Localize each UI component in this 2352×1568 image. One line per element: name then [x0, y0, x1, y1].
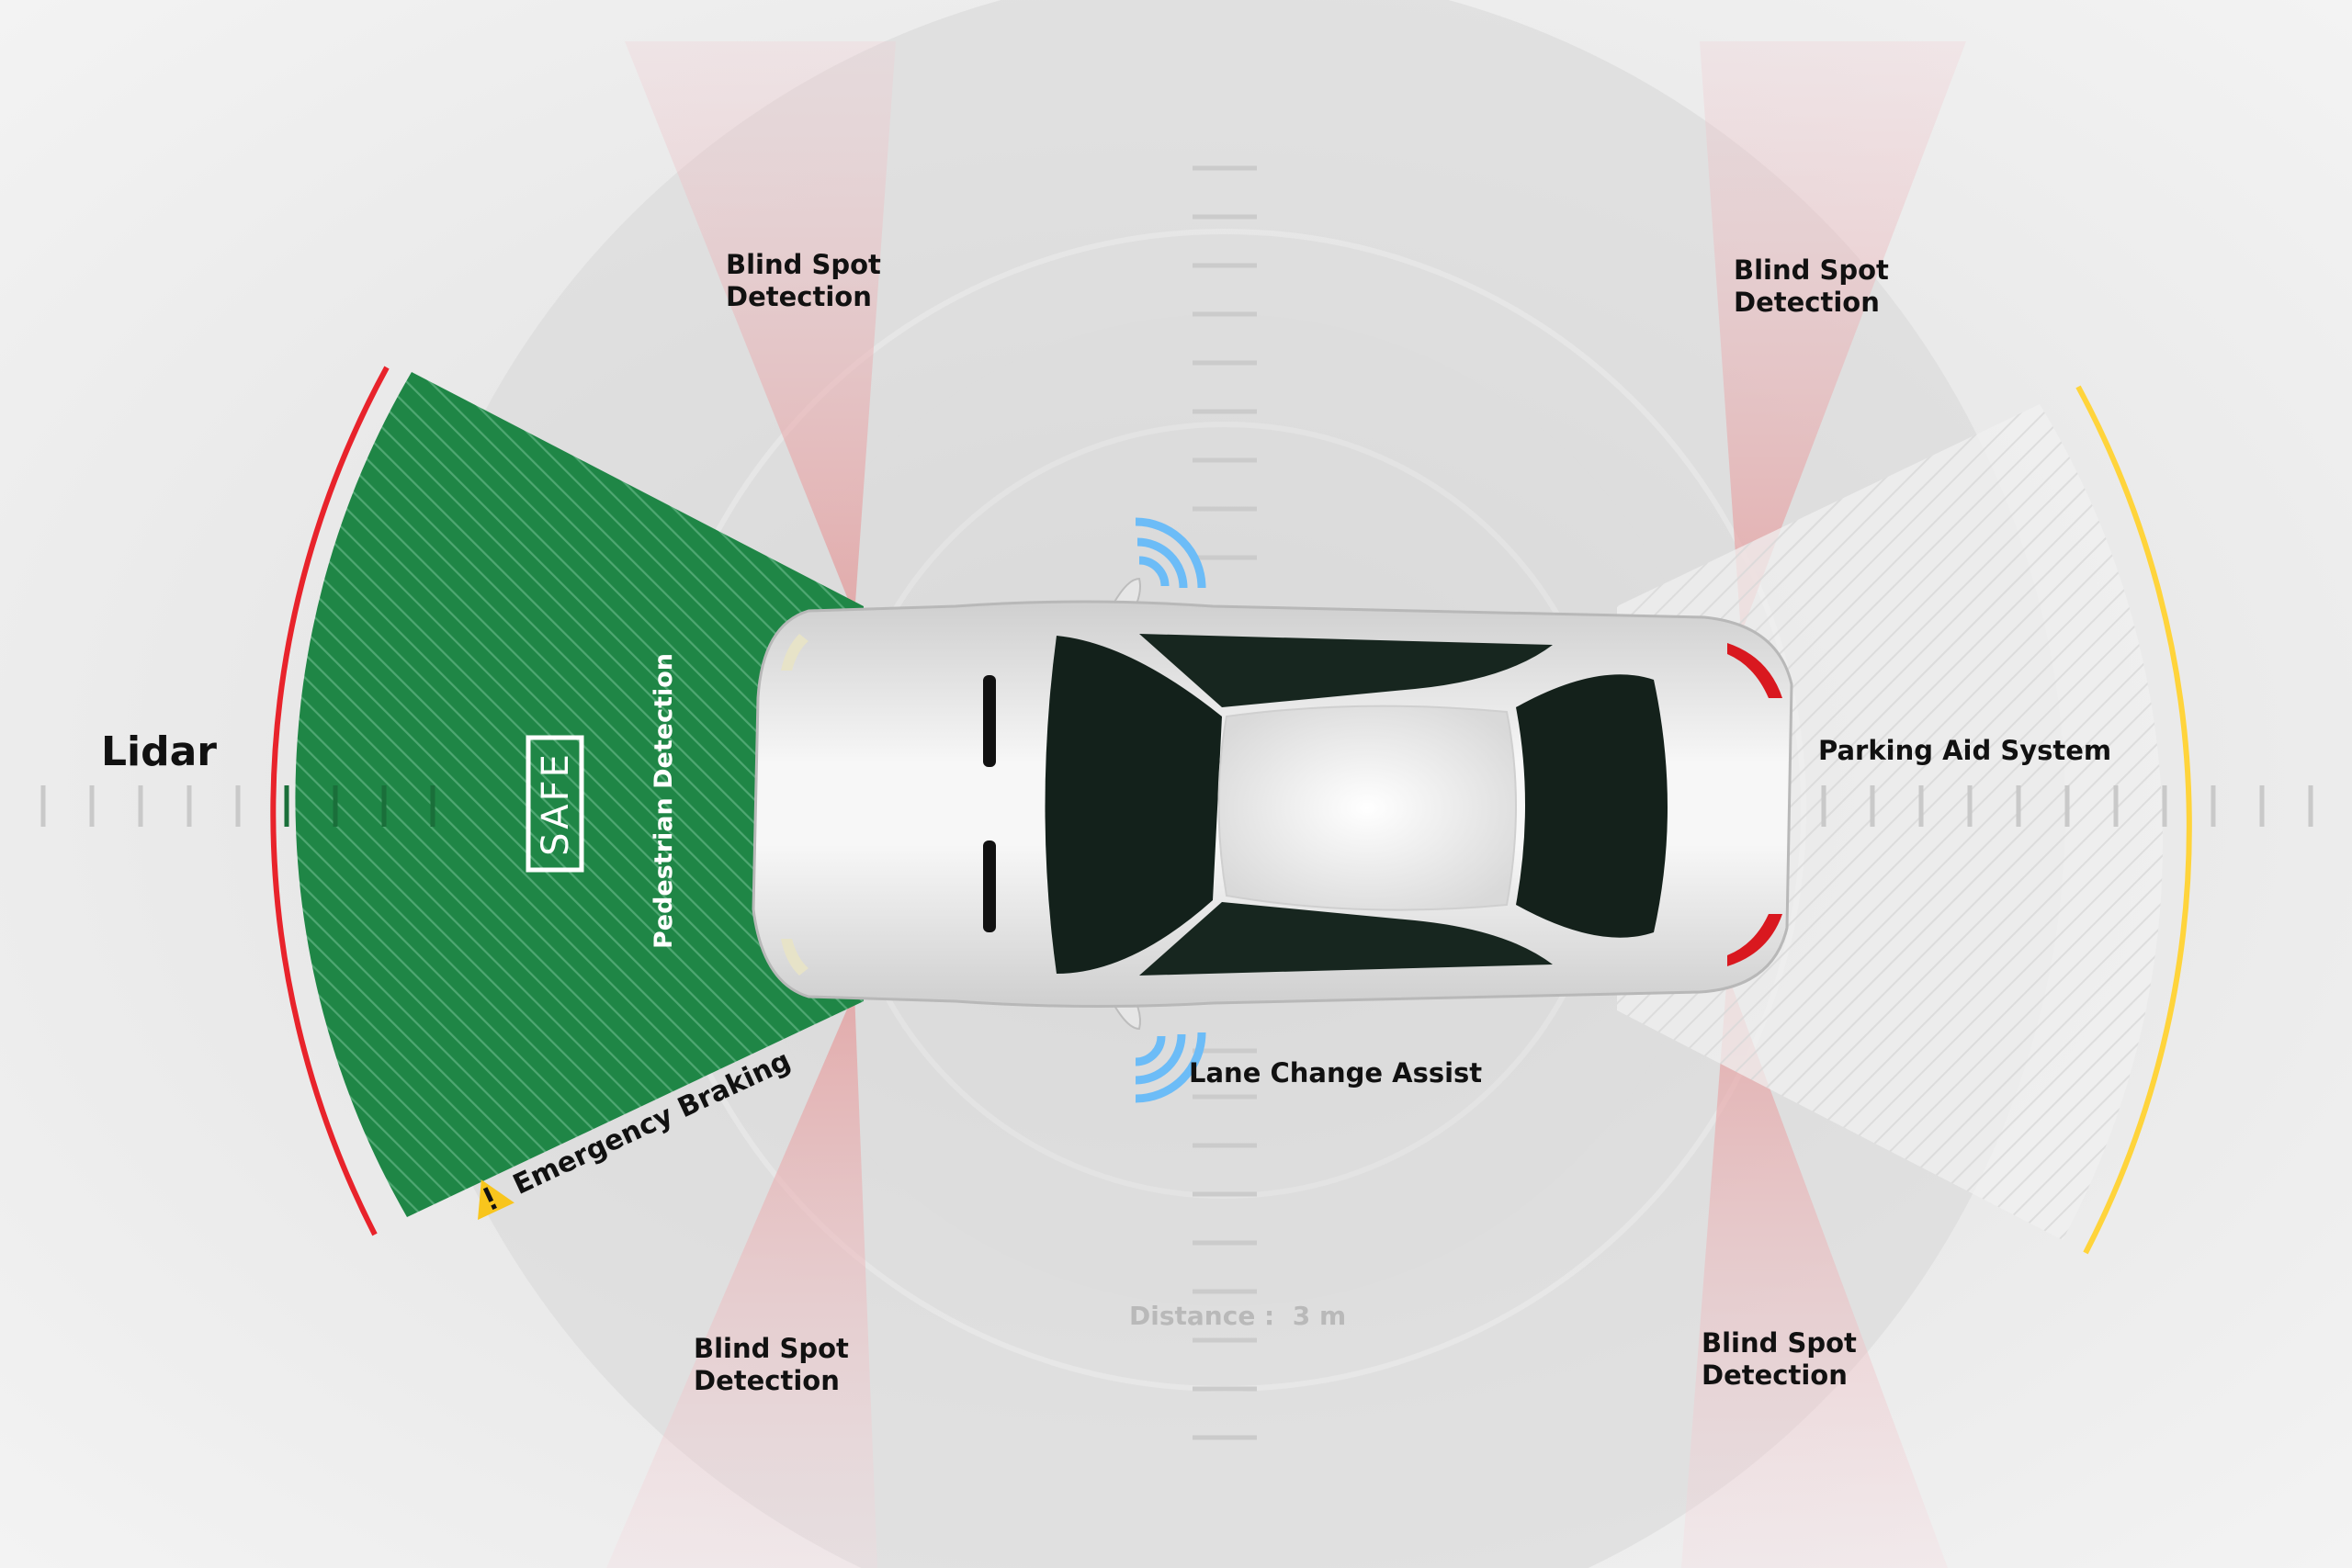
blind-spot-zone-front-right: [1700, 41, 1966, 634]
car-top-view: [752, 577, 1793, 1031]
blind-spot-zone-rear-left: [606, 992, 877, 1568]
blind-spot-rear-right-line2: Detection: [1702, 1359, 1848, 1391]
blind-spot-zone-front-left: [625, 41, 896, 615]
parking-aid-zone: [1617, 404, 2164, 1240]
wireless-signal-icon-lower: [1135, 1032, 1206, 1103]
blind-spot-rear-left-line2: Detection: [694, 1365, 840, 1396]
lane-change-assist-label: Lane Change Assist: [1189, 1057, 1482, 1089]
safe-badge-label: SAFE: [535, 751, 577, 856]
blind-spot-rear-right-line1: Blind Spot: [1702, 1327, 1857, 1359]
lidar-range-arc: [270, 366, 390, 1236]
blind-spot-rear-left-line1: Blind Spot: [694, 1333, 849, 1364]
warning-triangle-icon: [478, 1179, 514, 1220]
parking-aid-range-arc: [2075, 385, 2192, 1255]
blind-spot-rear-right-label: Blind Spot Detection: [1702, 1327, 1866, 1391]
pedestrian-detection-label: Pedestrian Detection: [650, 653, 678, 949]
lidar-tick-row: [40, 785, 2313, 827]
blind-spot-front-left-line1: Blind Spot: [726, 249, 881, 280]
wireless-signal-icon: [1135, 517, 1206, 589]
blind-spot-front-right-line1: Blind Spot: [1734, 254, 1889, 286]
distance-label: Distance : 3 m: [1129, 1301, 1346, 1331]
blind-spot-front-left-label: Blind Spot Detection: [726, 249, 890, 312]
blind-spot-front-right-label: Blind Spot Detection: [1734, 254, 1898, 318]
blind-spot-zones: [606, 41, 1966, 1568]
parking-aid-label: Parking Aid System: [1818, 735, 2111, 766]
lidar-label: Lidar: [101, 728, 217, 775]
blind-spot-front-right-line2: Detection: [1734, 287, 1880, 318]
blind-spot-rear-left-label: Blind Spot Detection: [694, 1333, 858, 1396]
blind-spot-zone-rear-right: [1681, 974, 1948, 1568]
blind-spot-front-left-line2: Detection: [726, 281, 872, 312]
safe-badge: SAFE: [526, 735, 584, 873]
